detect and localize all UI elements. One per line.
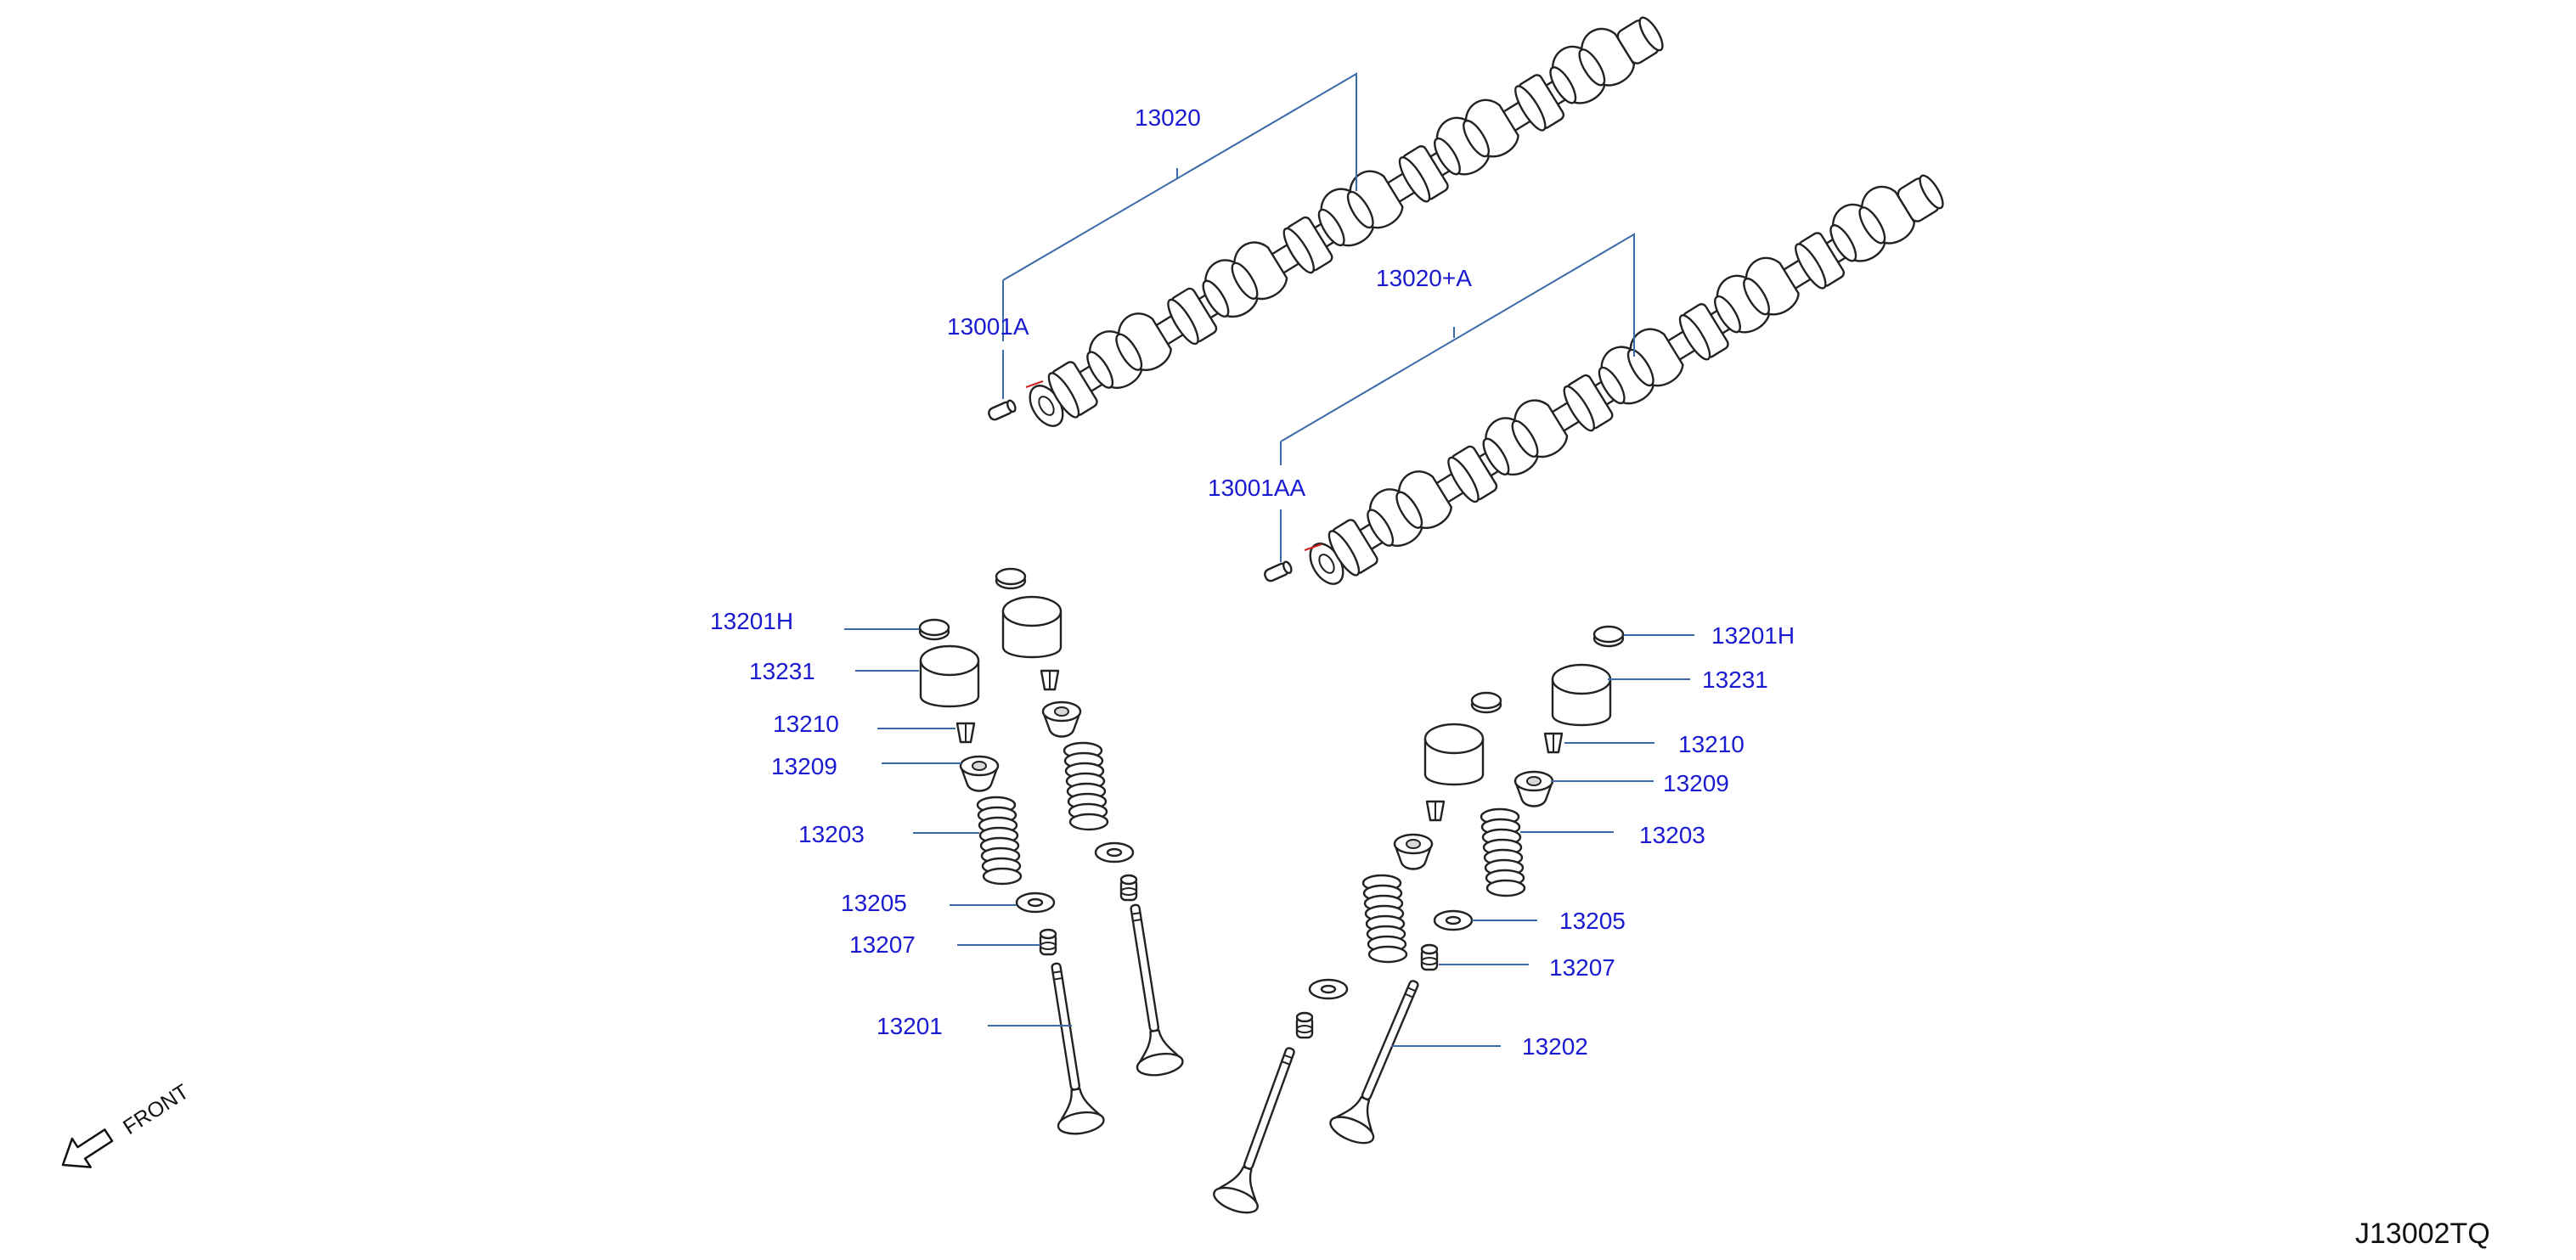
callout-left-shim: 13201H: [710, 608, 793, 634]
dowel-mark-upper: [1025, 380, 1044, 388]
valve-spring-left-2: [1063, 741, 1109, 831]
valve-retainer-left-2: [1041, 700, 1082, 738]
valve-retainer-right-2: [1393, 833, 1434, 870]
leader-camshaft-lower: [1280, 233, 1635, 442]
diagram-reference-code: J13002TQ: [2355, 1218, 2490, 1250]
camshaft-upper: [1017, 3, 1671, 435]
leader-camshaft-upper: [1002, 72, 1357, 281]
dowel-pin-upper: [986, 398, 1018, 423]
valve-retainer-right: [1513, 770, 1554, 807]
callout-right-collet: 13210: [1678, 731, 1745, 757]
callout-13001aa: 13001AA: [1208, 475, 1306, 501]
valve-shim-right: [1592, 625, 1625, 648]
front-arrow-icon: [61, 1128, 114, 1168]
callout-left-spring: 13203: [798, 821, 865, 847]
callout-left-valve: 13201: [877, 1013, 943, 1039]
valve-right: [1326, 971, 1438, 1150]
valve-oil-seal-right: [1420, 943, 1439, 971]
valve-collet-left: [955, 722, 976, 744]
camshaft-lower: [1298, 160, 1951, 593]
callout-right-valve: 13202: [1522, 1033, 1588, 1060]
callout-right-spring: 13203: [1639, 822, 1705, 848]
valve-spring-left: [976, 796, 1023, 886]
callout-13001a: 13001A: [947, 313, 1029, 340]
valve-collet-right-2: [1425, 800, 1446, 822]
valve-spring-seat-right: [1433, 909, 1474, 931]
valve-right-2: [1209, 1039, 1314, 1219]
valve-shim-right-2: [1470, 691, 1502, 714]
callout-right-seal: 13207: [1549, 954, 1615, 981]
callout-left-seal: 13207: [849, 931, 916, 958]
callout-13020: 13020: [1135, 104, 1201, 131]
dowel-pin-lower: [1262, 560, 1294, 584]
callout-right-lifter: 13231: [1702, 667, 1768, 693]
valve-spring-seat-left: [1015, 892, 1056, 914]
valve-left-2: [1111, 900, 1186, 1079]
dowel-mark-lower: [1304, 543, 1322, 551]
valve-lifter-right: [1551, 663, 1612, 727]
callout-left-seat: 13205: [841, 890, 907, 916]
valve-oil-seal-left-2: [1119, 874, 1138, 902]
callout-right-seat: 13205: [1559, 908, 1626, 934]
valve-oil-seal-right-2: [1295, 1011, 1314, 1039]
callout-left-lifter: 13231: [749, 658, 815, 684]
valve-shim-left-2: [995, 567, 1027, 590]
valve-lifter-left: [919, 644, 980, 708]
callout-right-shim: 13201H: [1711, 622, 1795, 649]
valve-shim-left: [918, 618, 950, 641]
valve-spring-right: [1480, 807, 1526, 897]
valve-lifter-right-2: [1423, 723, 1485, 786]
valve-retainer-left: [959, 755, 1000, 792]
valve-collet-left-2: [1040, 669, 1060, 691]
valve-spring-right-2: [1361, 874, 1408, 964]
callout-left-retainer: 13209: [771, 753, 837, 779]
valve-lifter-left-2: [1001, 595, 1063, 659]
valve-spring-seat-left-2: [1094, 841, 1135, 863]
callout-right-retainer: 13209: [1663, 770, 1729, 796]
front-label: FRONT: [119, 1080, 193, 1139]
valve-collet-right: [1543, 732, 1564, 754]
valve-left: [1032, 959, 1107, 1138]
callout-left-collet: 13210: [773, 711, 839, 737]
callout-13020-a: 13020+A: [1376, 265, 1472, 291]
valve-spring-seat-right-2: [1308, 978, 1349, 1000]
valve-oil-seal-left: [1039, 928, 1057, 956]
